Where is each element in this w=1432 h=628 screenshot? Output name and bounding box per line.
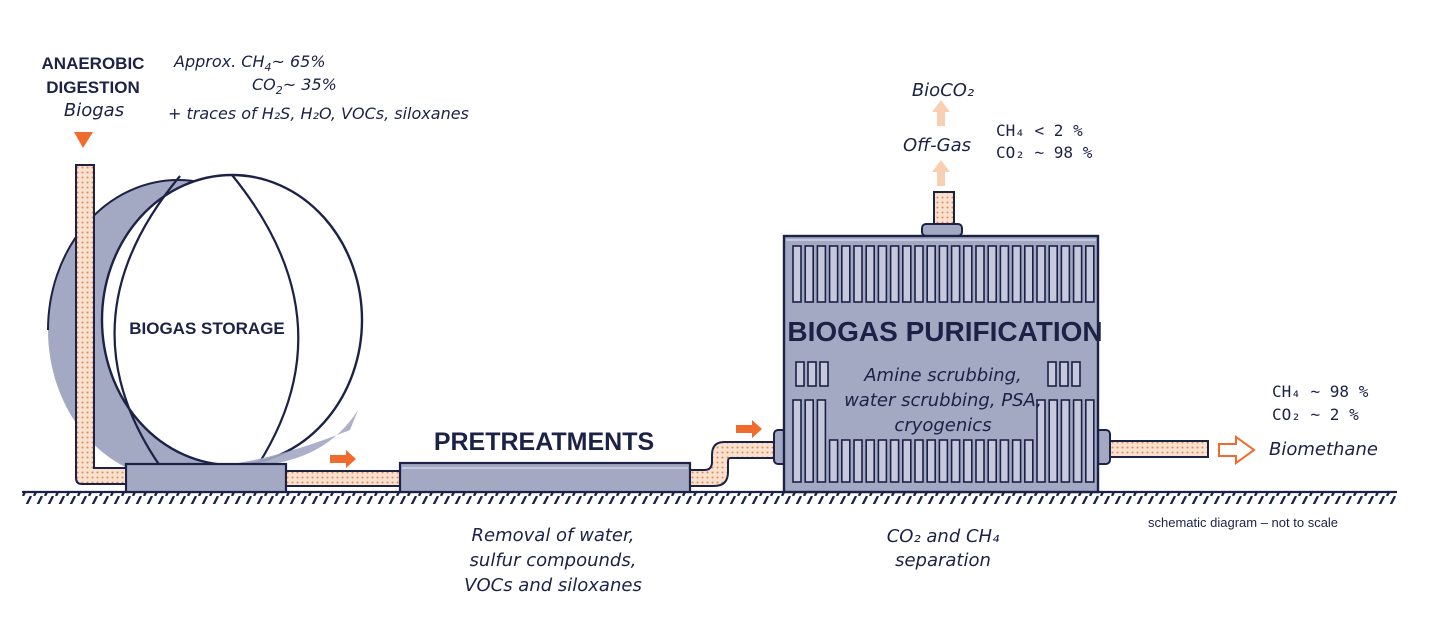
purification-desc-line1: CO₂ and CH₄ [887,526,1000,547]
vent-slot [1024,439,1034,483]
purification-label: BIOGAS PURIFICATION [787,316,1102,347]
vent-slot [1048,245,1058,303]
vent-slot [1060,245,1071,303]
biomethane-pipe [1103,440,1209,458]
vent-slot [1011,439,1022,483]
vent-slot [828,439,839,483]
vent-slot [962,245,973,303]
vent-slot [1071,361,1081,387]
biomethane-co2: CO₂ ~ 2 % [1272,405,1359,424]
vent-slot [901,439,912,483]
digestion-title-line2: DIGESTION [46,78,140,97]
vent-slot [804,245,815,303]
offgas-product: BioCO₂ [912,80,974,101]
vent-slot [1085,245,1095,303]
scale-note: schematic diagram – not to scale [1148,515,1338,530]
pipe-pretreatments-to-purification [689,441,777,487]
vent-slot [865,439,876,483]
vent-slot [1048,399,1058,483]
vent-slot [1011,245,1022,303]
vent-slot [1036,399,1046,483]
vent-slot [987,245,998,303]
vent-slot [877,439,888,483]
biomethane-label: Biomethane [1269,439,1378,460]
digestion-subtitle: Biogas [64,100,124,121]
vent-slot [938,245,949,303]
biomethane-ch4: CH₄ ~ 98 % [1272,382,1369,401]
digestion-title-line1: ANAEROBIC [42,54,145,73]
vent-slot [840,439,851,483]
vent-slot [1059,361,1069,387]
vent-slot [853,245,863,303]
vent-slot [1072,245,1083,303]
purification-desc-line2: separation [895,550,991,571]
vent-slot [853,439,863,483]
vent-slot [865,245,876,303]
vent-slot [975,245,985,303]
vent-slot [828,245,839,303]
pretreatments-desc-line1: Removal of water, [472,525,635,546]
vent-slot [889,245,900,303]
vent-slot [938,439,949,483]
purification-unit [773,234,1111,494]
vent-slot [901,245,912,303]
vent-slot [987,439,998,483]
vent-slot [1036,245,1046,303]
vent-slot [914,439,924,483]
digestion-inflow-arrow [74,132,93,148]
vent-slot [999,245,1010,303]
vent-slot [819,361,829,387]
biomethane-outflow-arrow [1218,435,1256,465]
pretreatments-label: PRETREATMENTS [434,428,654,456]
pipe-storage-to-pretreatments [285,470,403,487]
vent-slot [950,245,961,303]
vent-slot [889,439,900,483]
vent-slot [1085,399,1095,483]
inlet-pipe [75,164,127,485]
vent-slot [926,439,937,483]
vent-slot [840,245,851,303]
pretreatments-unit [398,461,692,494]
purification-methods-line3: cryogenics [894,415,991,436]
offgas-ch4: CH₄ < 2 % [996,121,1083,140]
vent-slot [804,399,815,483]
pretreatments-desc-line2: sulfur compounds, [470,550,637,571]
storage-label: BIOGAS STORAGE [129,319,285,338]
offgas-label: Off-Gas [903,135,971,156]
vent-slot [975,439,985,483]
vent-slot [950,439,961,483]
vent-slot [926,245,937,303]
vent-slot [1047,361,1057,387]
offgas-up-arrow [932,160,950,186]
offgas-pipe [921,191,963,237]
flow-arrow-to-purification [736,420,762,438]
vent-slot [1072,399,1083,483]
vent-slot [962,439,973,483]
ground-line [22,490,1397,504]
pretreatments-desc-line3: VOCs and siloxanes [464,575,642,596]
vent-slot [792,399,802,483]
purification-methods-line2: water scrubbing, PSA, [844,390,1042,411]
vent-slot [999,439,1010,483]
composition-ch4: Approx. CH4~ 65% [173,52,326,74]
vent-slot [914,245,924,303]
composition-co2: CO2~ 35% [252,75,337,97]
composition-traces: + traces of H₂S, H₂O, VOCs, siloxanes [168,104,469,123]
vent-slot [816,245,827,303]
bioco2-up-arrow [932,100,950,126]
vent-slot [816,399,827,483]
vent-slot [792,245,802,303]
vent-slot [1060,399,1071,483]
vent-slot [795,361,805,387]
vent-slot [807,361,817,387]
flow-arrow-to-pretreatments [330,450,356,468]
offgas-co2: CO₂ ~ 98 % [996,143,1093,162]
vent-slot [1024,245,1034,303]
purification-methods-line1: Amine scrubbing, [863,365,1022,386]
vent-slot [877,245,888,303]
